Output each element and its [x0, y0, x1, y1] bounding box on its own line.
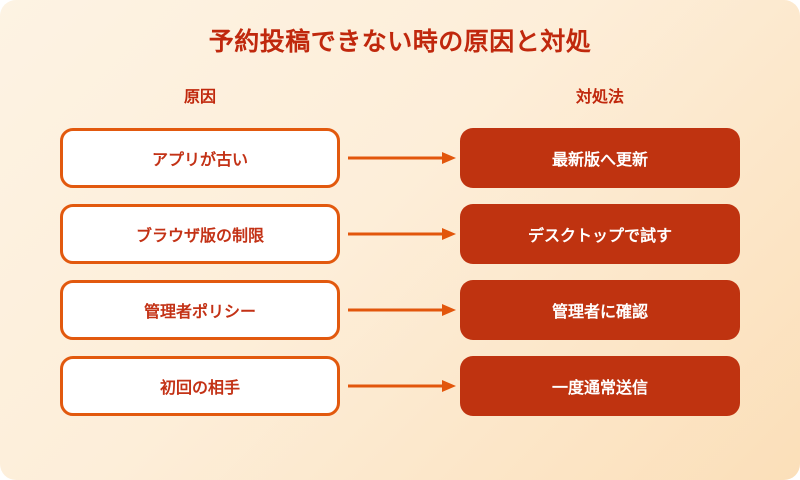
cause-box[interactable]: アプリが古い — [60, 128, 340, 188]
arrow-right-icon — [348, 228, 456, 240]
page-title: 予約投稿できない時の原因と対処 — [208, 28, 592, 56]
arrow-connector — [348, 204, 456, 264]
remedy-box[interactable]: 管理者に確認 — [460, 280, 740, 340]
arrow-right-icon — [348, 380, 456, 392]
column-header-remedy: 対処法 — [575, 89, 624, 106]
diagram-row: ブラウザ版の制限 デスクトップで試す — [0, 204, 800, 264]
diagram-row: 初回の相手 一度通常送信 — [0, 356, 800, 416]
cause-box[interactable]: 初回の相手 — [60, 356, 340, 416]
arrow-connector — [348, 280, 456, 340]
remedy-box[interactable]: 一度通常送信 — [460, 356, 740, 416]
cause-box[interactable]: 管理者ポリシー — [60, 280, 340, 340]
cause-box[interactable]: ブラウザ版の制限 — [60, 204, 340, 264]
column-header-cause: 原因 — [183, 89, 216, 106]
arrow-connector — [348, 356, 456, 416]
arrow-right-icon — [348, 152, 456, 164]
diagram-row: 管理者ポリシー 管理者に確認 — [0, 280, 800, 340]
arrow-connector — [348, 128, 456, 188]
diagram-row: アプリが古い 最新版へ更新 — [0, 128, 800, 188]
remedy-box[interactable]: 最新版へ更新 — [460, 128, 740, 188]
arrow-right-icon — [348, 304, 456, 316]
remedy-box[interactable]: デスクトップで試す — [460, 204, 740, 264]
